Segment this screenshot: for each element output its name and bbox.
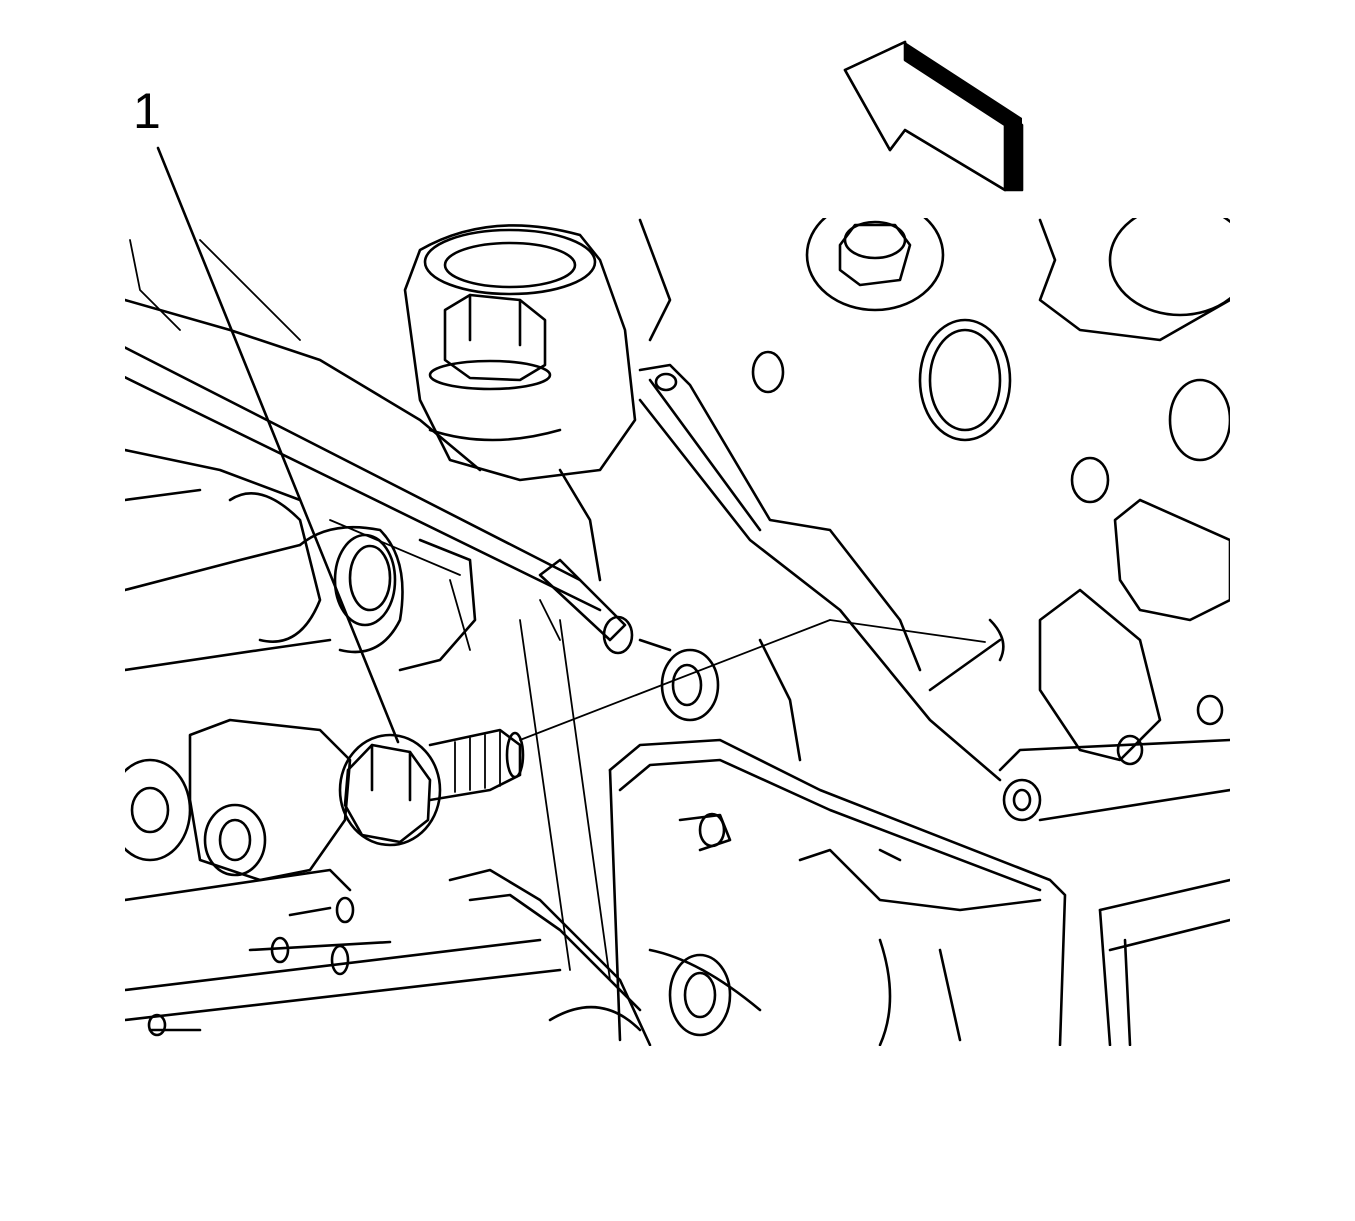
callout-label: 1 xyxy=(133,83,161,139)
right-block xyxy=(751,218,1230,1046)
top-bolt xyxy=(805,218,945,312)
bolt-item-1 xyxy=(338,728,525,847)
left-housing xyxy=(125,239,482,672)
upper-mount xyxy=(403,218,672,582)
washer xyxy=(638,638,720,722)
install-guide-line xyxy=(519,619,831,741)
leader-line xyxy=(156,146,400,744)
engine-line-art xyxy=(125,218,1230,1046)
misc-lines xyxy=(329,519,902,981)
callout-1: 1 xyxy=(133,83,400,744)
lower-bracket xyxy=(448,738,1067,1046)
left-tube xyxy=(125,346,634,655)
bracket-plate xyxy=(638,363,1005,782)
lower-left-components xyxy=(125,718,562,1037)
front-direction-arrow-icon xyxy=(843,40,1024,192)
